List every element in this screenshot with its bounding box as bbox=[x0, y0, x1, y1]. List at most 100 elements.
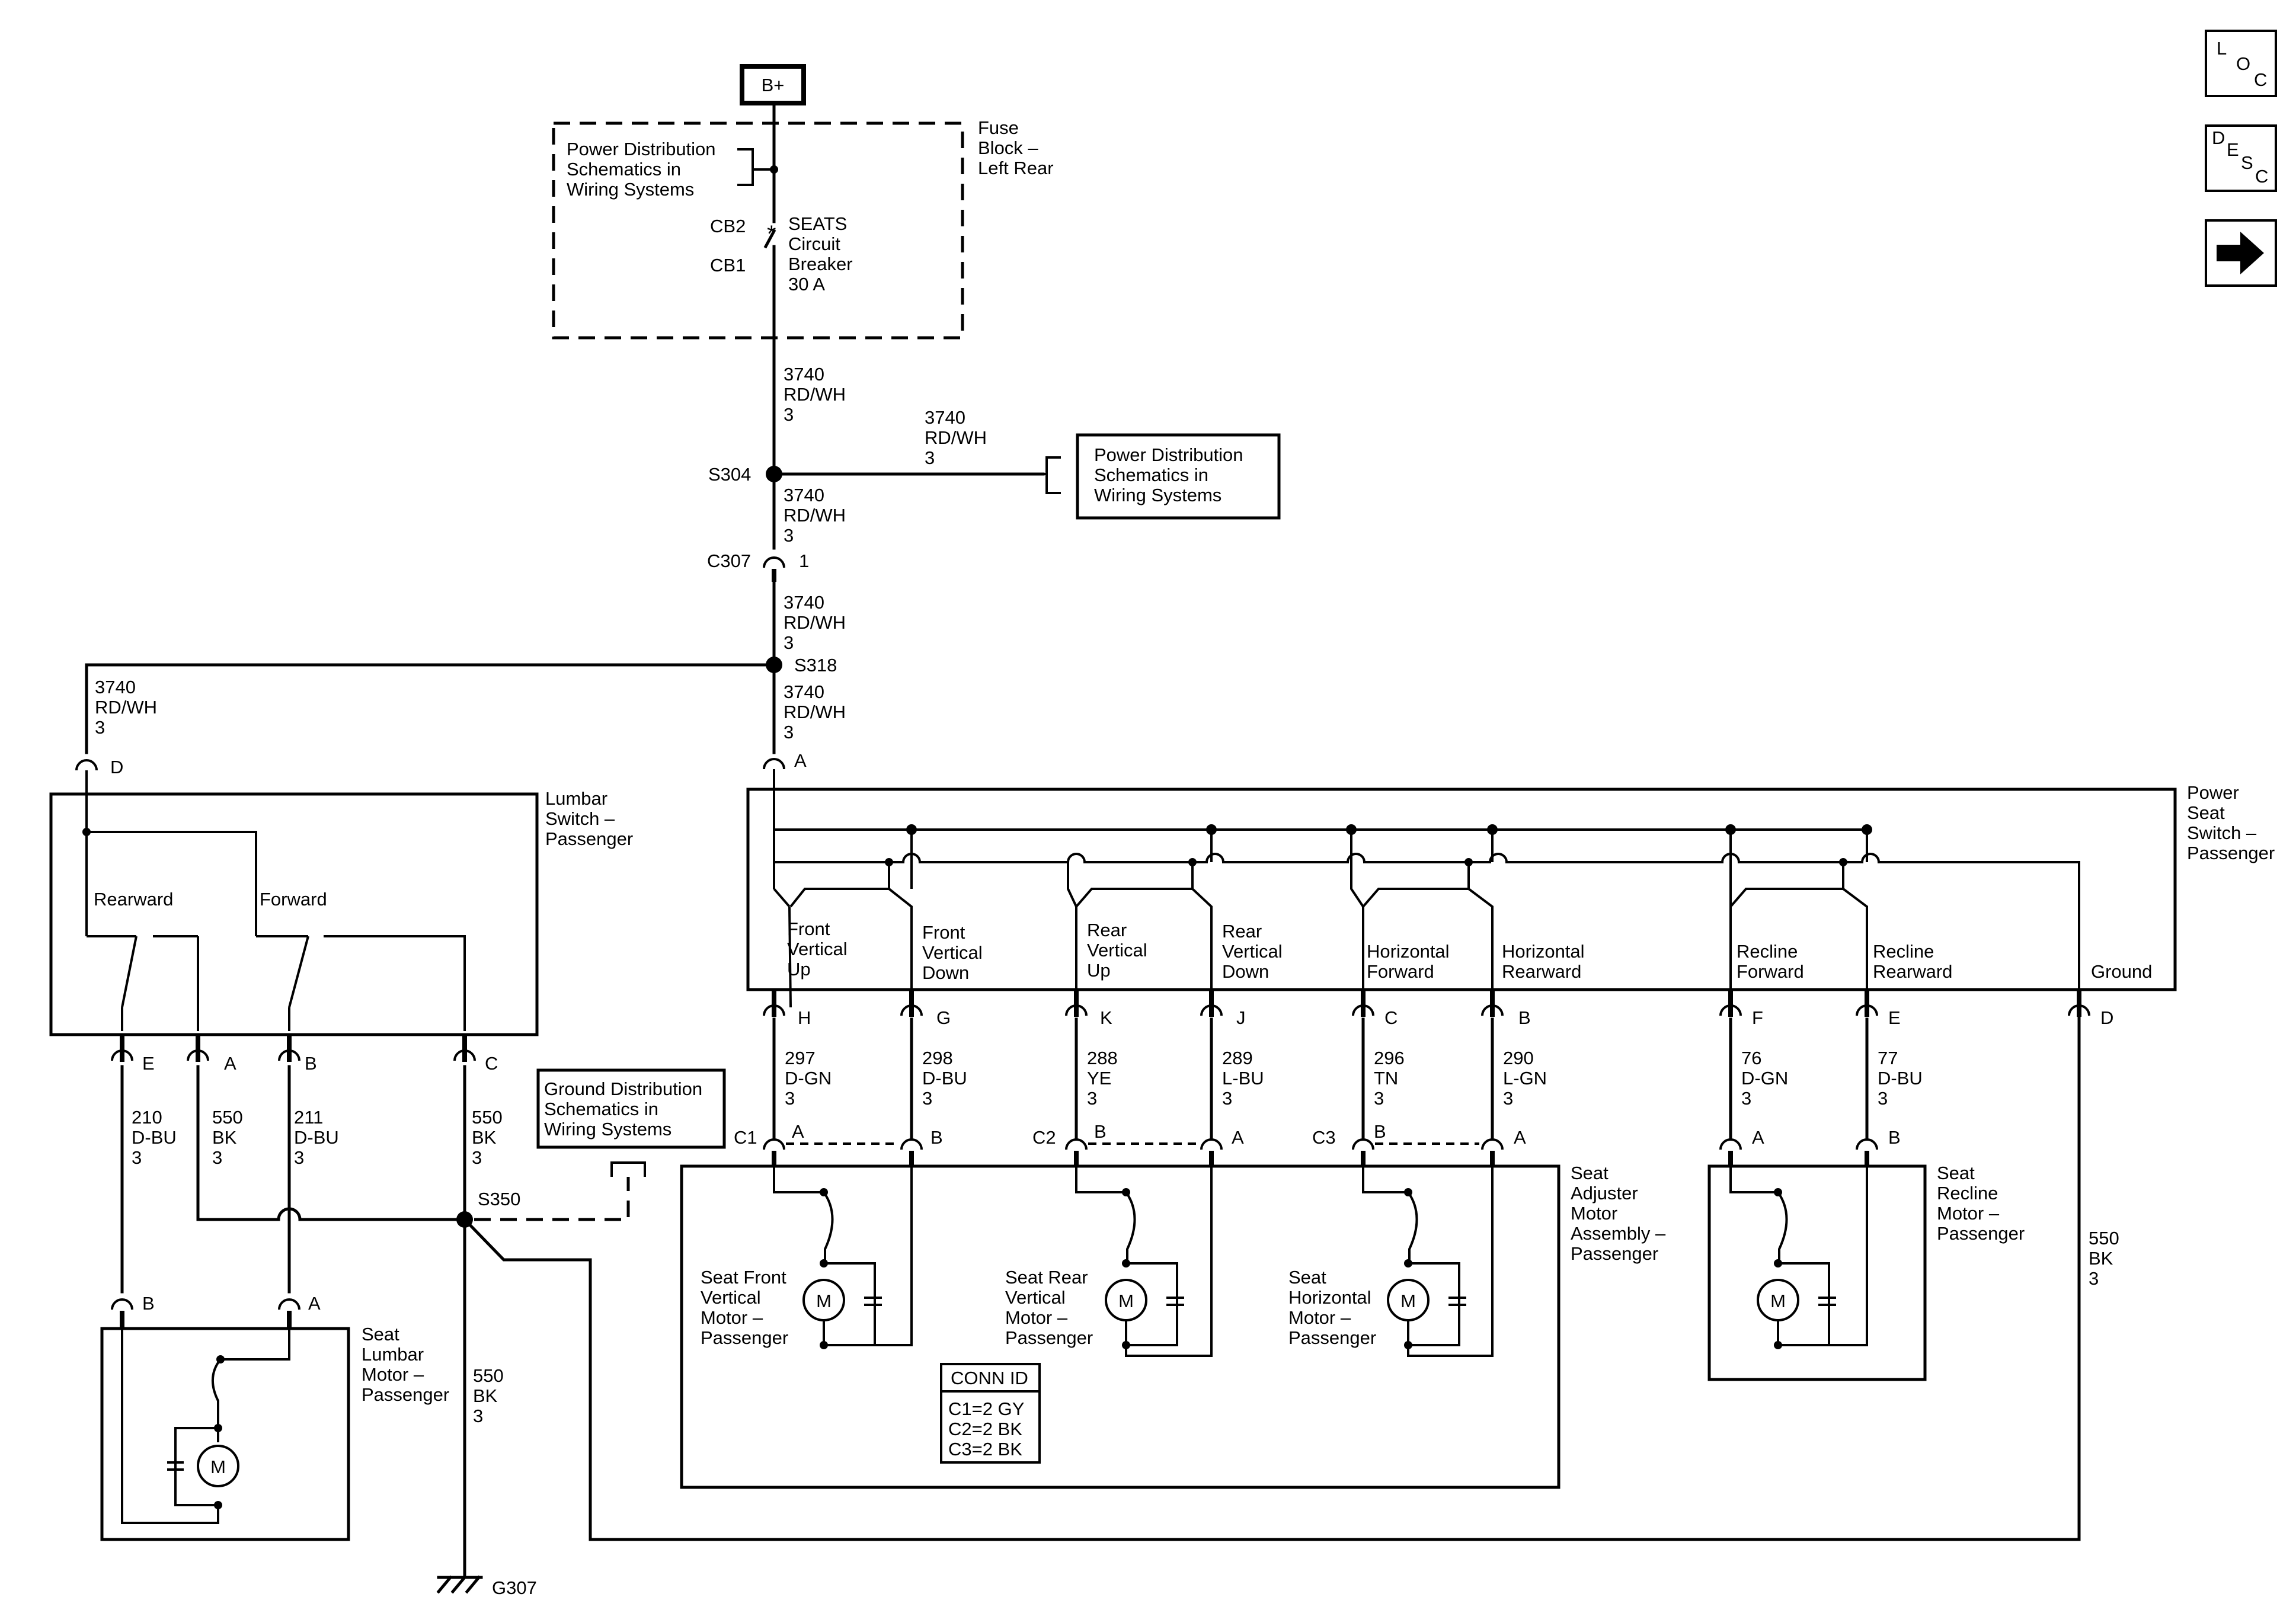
svg-text:Motor –: Motor – bbox=[1288, 1307, 1351, 1328]
connector-c1: C1 A B bbox=[734, 1121, 943, 1165]
loc-letter-l: L bbox=[2217, 38, 2227, 59]
svg-text:Vertical: Vertical bbox=[922, 942, 983, 963]
cb2-label: CB2 bbox=[710, 216, 746, 236]
svg-text:E: E bbox=[142, 1053, 155, 1074]
lumbar-motor-label: Seat Lumbar Motor – Passenger bbox=[362, 1324, 449, 1405]
svg-text:Circuit: Circuit bbox=[788, 233, 840, 254]
wire-label-w3: 3740 RD/WH 3 bbox=[784, 485, 846, 546]
switch-pin-j: J bbox=[1200, 990, 1246, 1028]
desc-letter-c: C bbox=[2255, 166, 2268, 187]
svg-text:YE: YE bbox=[1087, 1068, 1111, 1089]
recline-pin-b: B bbox=[1856, 1127, 1901, 1166]
svg-text:Up: Up bbox=[787, 959, 811, 980]
svg-text:3: 3 bbox=[473, 1406, 483, 1426]
svg-text:F: F bbox=[1752, 1007, 1763, 1028]
lumbar-pin-e: E bbox=[111, 1035, 155, 1074]
svg-text:Down: Down bbox=[1222, 961, 1269, 982]
svg-text:3: 3 bbox=[472, 1147, 482, 1168]
connector-c3: C3 B A bbox=[1312, 1121, 1526, 1165]
ground-g307: G307 bbox=[436, 1575, 537, 1598]
svg-text:Left Rear: Left Rear bbox=[978, 158, 1054, 178]
svg-text:3: 3 bbox=[95, 717, 105, 738]
wire-label-w4: 3740 RD/WH 3 bbox=[784, 592, 846, 653]
svg-text:3: 3 bbox=[1878, 1088, 1888, 1109]
lumbar-switch-box bbox=[49, 792, 539, 1036]
svg-text:Passenger: Passenger bbox=[545, 828, 633, 849]
switch-label-recline-rearward: Recline Rearward bbox=[1873, 941, 1952, 982]
svg-text:A: A bbox=[308, 1293, 321, 1314]
wire-label-w6: 3740 RD/WH 3 bbox=[784, 681, 846, 742]
battery-source: B+ bbox=[740, 64, 806, 105]
svg-text:3: 3 bbox=[925, 447, 935, 468]
svg-text:3740: 3740 bbox=[925, 407, 965, 428]
svg-text:L-BU: L-BU bbox=[1222, 1068, 1264, 1089]
next-arrow-button[interactable] bbox=[2205, 219, 2277, 287]
power-seat-switch-box bbox=[746, 788, 2177, 991]
svg-text:Wiring Systems: Wiring Systems bbox=[1094, 485, 1221, 505]
switch-label-rear-vertical-up: Rear Vertical Up bbox=[1087, 920, 1147, 981]
g307-label: G307 bbox=[492, 1577, 537, 1598]
svg-text:BK: BK bbox=[2089, 1248, 2113, 1269]
svg-text:D-GN: D-GN bbox=[1741, 1068, 1788, 1089]
svg-text:Motor –: Motor – bbox=[1937, 1203, 2000, 1224]
svg-text:Front: Front bbox=[922, 922, 965, 943]
svg-text:Seat: Seat bbox=[1571, 1163, 1609, 1183]
switch-pin-d: D bbox=[2068, 990, 2113, 1028]
svg-text:3740: 3740 bbox=[784, 681, 824, 702]
desc-button[interactable]: D E S C bbox=[2205, 124, 2277, 192]
svg-text:550: 550 bbox=[472, 1107, 503, 1128]
svg-text:3: 3 bbox=[784, 525, 794, 546]
s318-label: S318 bbox=[794, 655, 837, 676]
switch-label-ground: Ground bbox=[2091, 961, 2152, 982]
svg-text:L-GN: L-GN bbox=[1503, 1068, 1547, 1089]
svg-text:Recline: Recline bbox=[1873, 941, 1934, 962]
lumbar-switch-internals: Rearward Forward bbox=[82, 770, 466, 1031]
svg-text:297: 297 bbox=[785, 1048, 816, 1068]
svg-text:K: K bbox=[1100, 1007, 1112, 1028]
switch-label-horizontal-forward: Horizontal Forward bbox=[1367, 941, 1450, 982]
ground-ref-label: Ground Distribution Schematics in Wiring… bbox=[544, 1078, 702, 1140]
svg-text:Motor –: Motor – bbox=[701, 1307, 763, 1328]
svg-text:210: 210 bbox=[132, 1107, 162, 1128]
fuse-block-label: Fuse Block – Left Rear bbox=[978, 117, 1054, 178]
svg-text:C: C bbox=[485, 1053, 498, 1074]
svg-text:RD/WH: RD/WH bbox=[784, 612, 846, 633]
svg-text:E: E bbox=[1888, 1007, 1901, 1028]
svg-text:Passenger: Passenger bbox=[1288, 1327, 1376, 1348]
recline-motor-box bbox=[1707, 1164, 1927, 1381]
svg-text:Seat: Seat bbox=[362, 1324, 399, 1345]
svg-text:SEATS: SEATS bbox=[788, 213, 847, 234]
lumbar-motor-internals: M bbox=[121, 1329, 290, 1524]
loc-button[interactable]: L O C bbox=[2205, 30, 2277, 97]
svg-text:G: G bbox=[936, 1007, 951, 1028]
svg-text:Passenger: Passenger bbox=[1571, 1243, 1658, 1264]
svg-text:Passenger: Passenger bbox=[1937, 1223, 2025, 1244]
svg-text:C307: C307 bbox=[707, 550, 751, 571]
svg-text:Vertical: Vertical bbox=[1222, 941, 1283, 962]
wire-label-lumbar-e: 210 D-BU 3 bbox=[132, 1107, 177, 1168]
svg-text:Forward: Forward bbox=[1737, 961, 1804, 982]
svg-text:Rear: Rear bbox=[1087, 920, 1127, 940]
desc-letter-s: S bbox=[2241, 152, 2253, 173]
svg-text:3: 3 bbox=[1503, 1088, 1513, 1109]
svg-text:Passenger: Passenger bbox=[701, 1327, 788, 1348]
svg-text:Switch –: Switch – bbox=[545, 808, 615, 829]
svg-text:3: 3 bbox=[1741, 1088, 1751, 1109]
lumbar-pin-c: C bbox=[453, 1035, 498, 1074]
loc-letter-c: C bbox=[2254, 69, 2267, 90]
adjuster-label: Seat Adjuster Motor Assembly – Passenger bbox=[1571, 1163, 1666, 1264]
svg-text:Front: Front bbox=[787, 918, 830, 939]
svg-text:Breaker: Breaker bbox=[788, 254, 853, 274]
svg-text:B: B bbox=[1094, 1121, 1107, 1142]
conn-id-table: CONN ID C1=2 GY C2=2 BK C3=2 BK bbox=[940, 1363, 1041, 1464]
svg-text:BK: BK bbox=[472, 1127, 497, 1148]
svg-text:CONN ID: CONN ID bbox=[951, 1368, 1028, 1388]
svg-text:288: 288 bbox=[1087, 1048, 1118, 1068]
motor-m-icon: M bbox=[816, 1291, 832, 1311]
recline-motor-label: Seat Recline Motor – Passenger bbox=[1937, 1163, 2025, 1244]
svg-text:289: 289 bbox=[1222, 1048, 1253, 1068]
cb1-label: CB1 bbox=[710, 255, 746, 276]
